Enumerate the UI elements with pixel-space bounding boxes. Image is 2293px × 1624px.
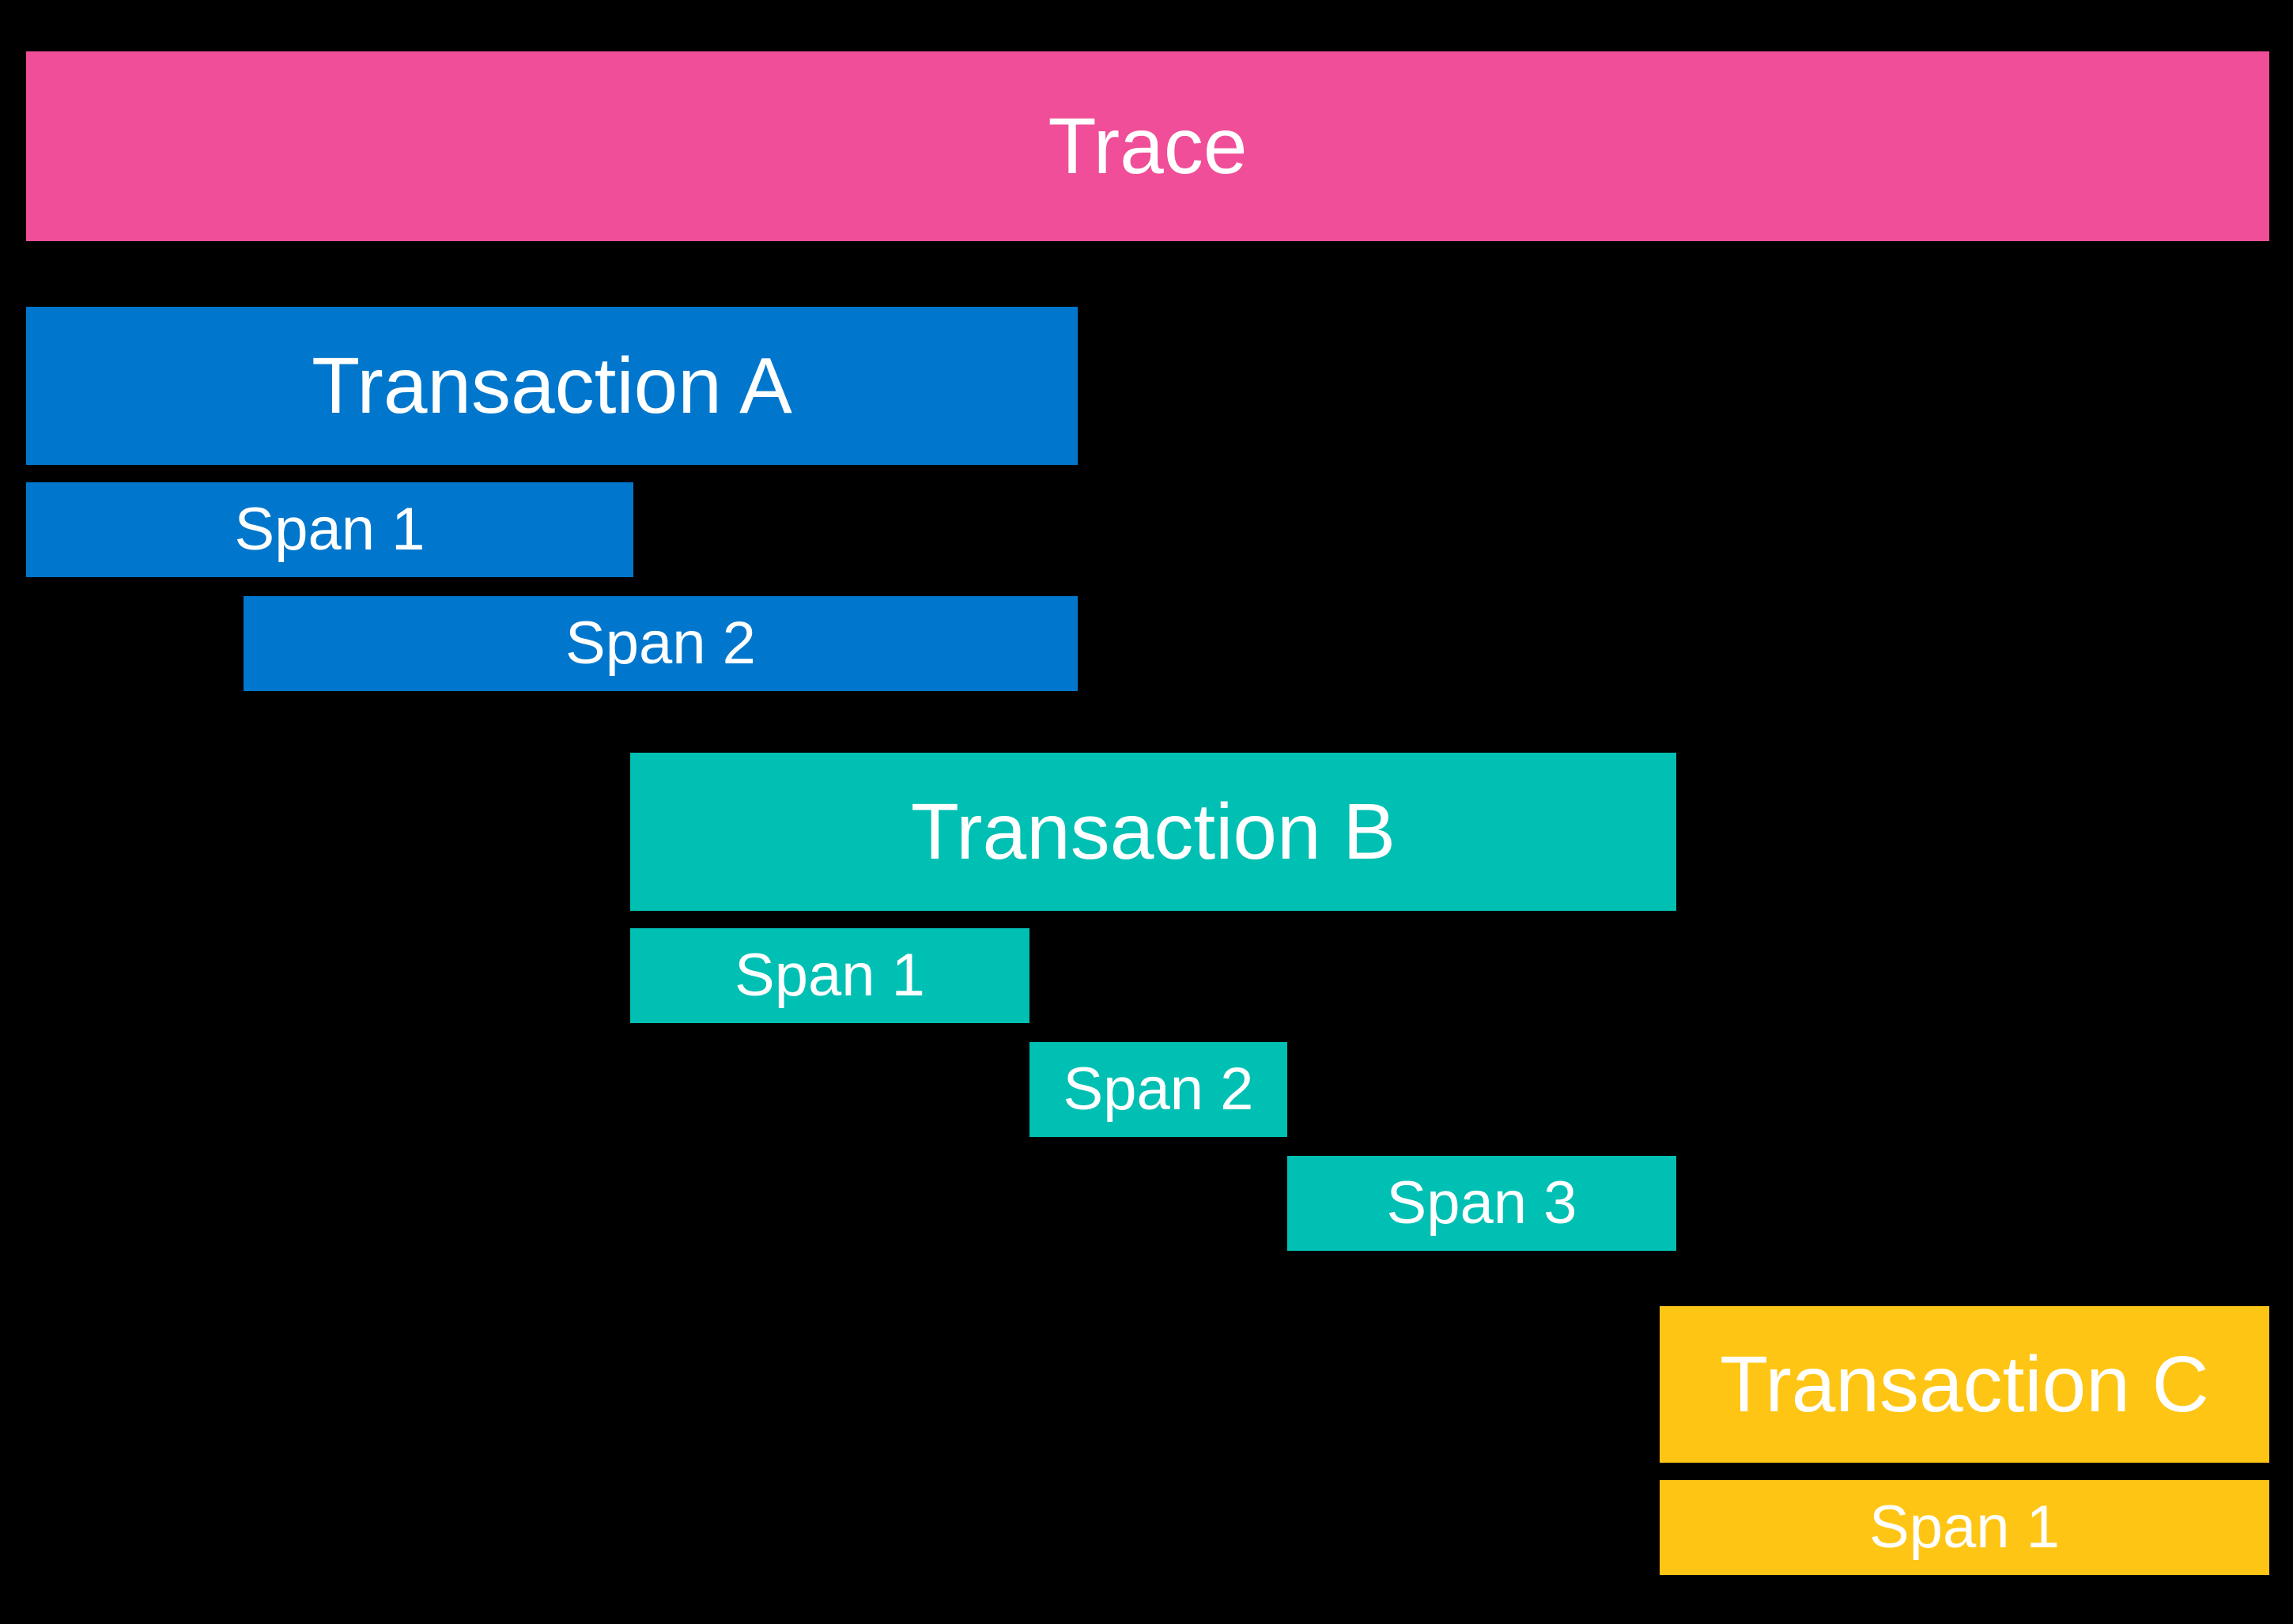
transaction-a-span-1-bar: Span 1 bbox=[26, 482, 633, 577]
transaction-c-span-1-label: Span 1 bbox=[1869, 1494, 2060, 1561]
transaction-b-span-3-label: Span 3 bbox=[1386, 1169, 1577, 1237]
transaction-c-label: Transaction C bbox=[1720, 1340, 2209, 1429]
trace-bar: Trace bbox=[26, 51, 2269, 241]
transaction-b-span-2-bar: Span 2 bbox=[1029, 1042, 1287, 1137]
transaction-b-bar: Transaction B bbox=[630, 753, 1676, 911]
transaction-a-span-2-bar: Span 2 bbox=[244, 596, 1078, 691]
transaction-b-span-1-bar: Span 1 bbox=[630, 928, 1029, 1023]
transaction-c-span-1-bar: Span 1 bbox=[1660, 1480, 2269, 1575]
transaction-a-label: Transaction A bbox=[312, 342, 792, 430]
transaction-a-bar: Transaction A bbox=[26, 307, 1078, 465]
transaction-a-span-2-label: Span 2 bbox=[565, 610, 756, 677]
transaction-b-span-2-label: Span 2 bbox=[1063, 1056, 1254, 1123]
transaction-b-span-1-label: Span 1 bbox=[735, 942, 925, 1009]
trace-label: Trace bbox=[1048, 102, 1248, 191]
transaction-a-span-1-label: Span 1 bbox=[234, 496, 425, 563]
transaction-b-label: Transaction B bbox=[910, 787, 1396, 876]
transaction-c-bar: Transaction C bbox=[1660, 1306, 2269, 1463]
transaction-b-span-3-bar: Span 3 bbox=[1287, 1156, 1676, 1251]
